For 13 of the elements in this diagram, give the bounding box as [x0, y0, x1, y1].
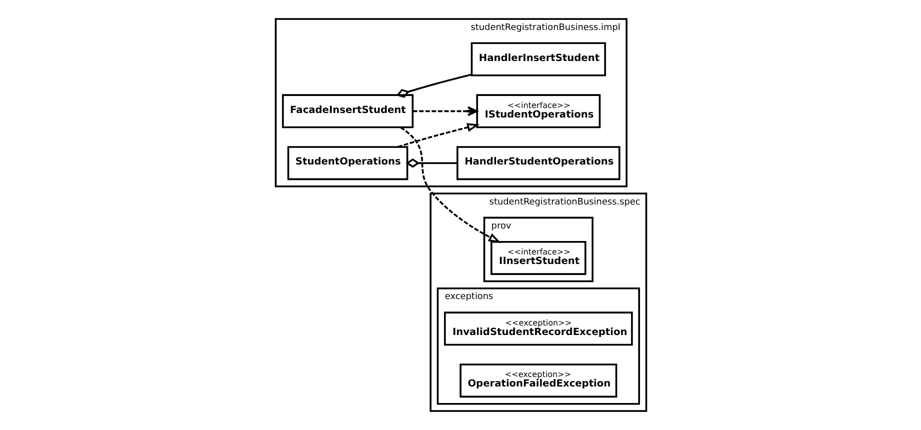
- connector: [396, 74, 472, 98]
- node-box: FacadeInsertStudent: [282, 94, 414, 128]
- node-box: <<interface>> IInsertStudent: [490, 240, 586, 275]
- connector: [405, 158, 457, 168]
- node-box: <<exception>> InvalidStudentRecordException: [444, 312, 632, 346]
- node-box: StudentOperations: [286, 146, 408, 180]
- node-box: HandlerStudentOperations: [456, 146, 620, 180]
- node-box: HandlerInsertStudent: [470, 42, 606, 76]
- node-box: <<exception>> OperationFailedException: [459, 364, 617, 398]
- arrow: [397, 123, 480, 148]
- node-box: <<interface>> IStudentOperations: [476, 94, 600, 128]
- arrow: [400, 126, 501, 243]
- arrow: [412, 106, 478, 116]
